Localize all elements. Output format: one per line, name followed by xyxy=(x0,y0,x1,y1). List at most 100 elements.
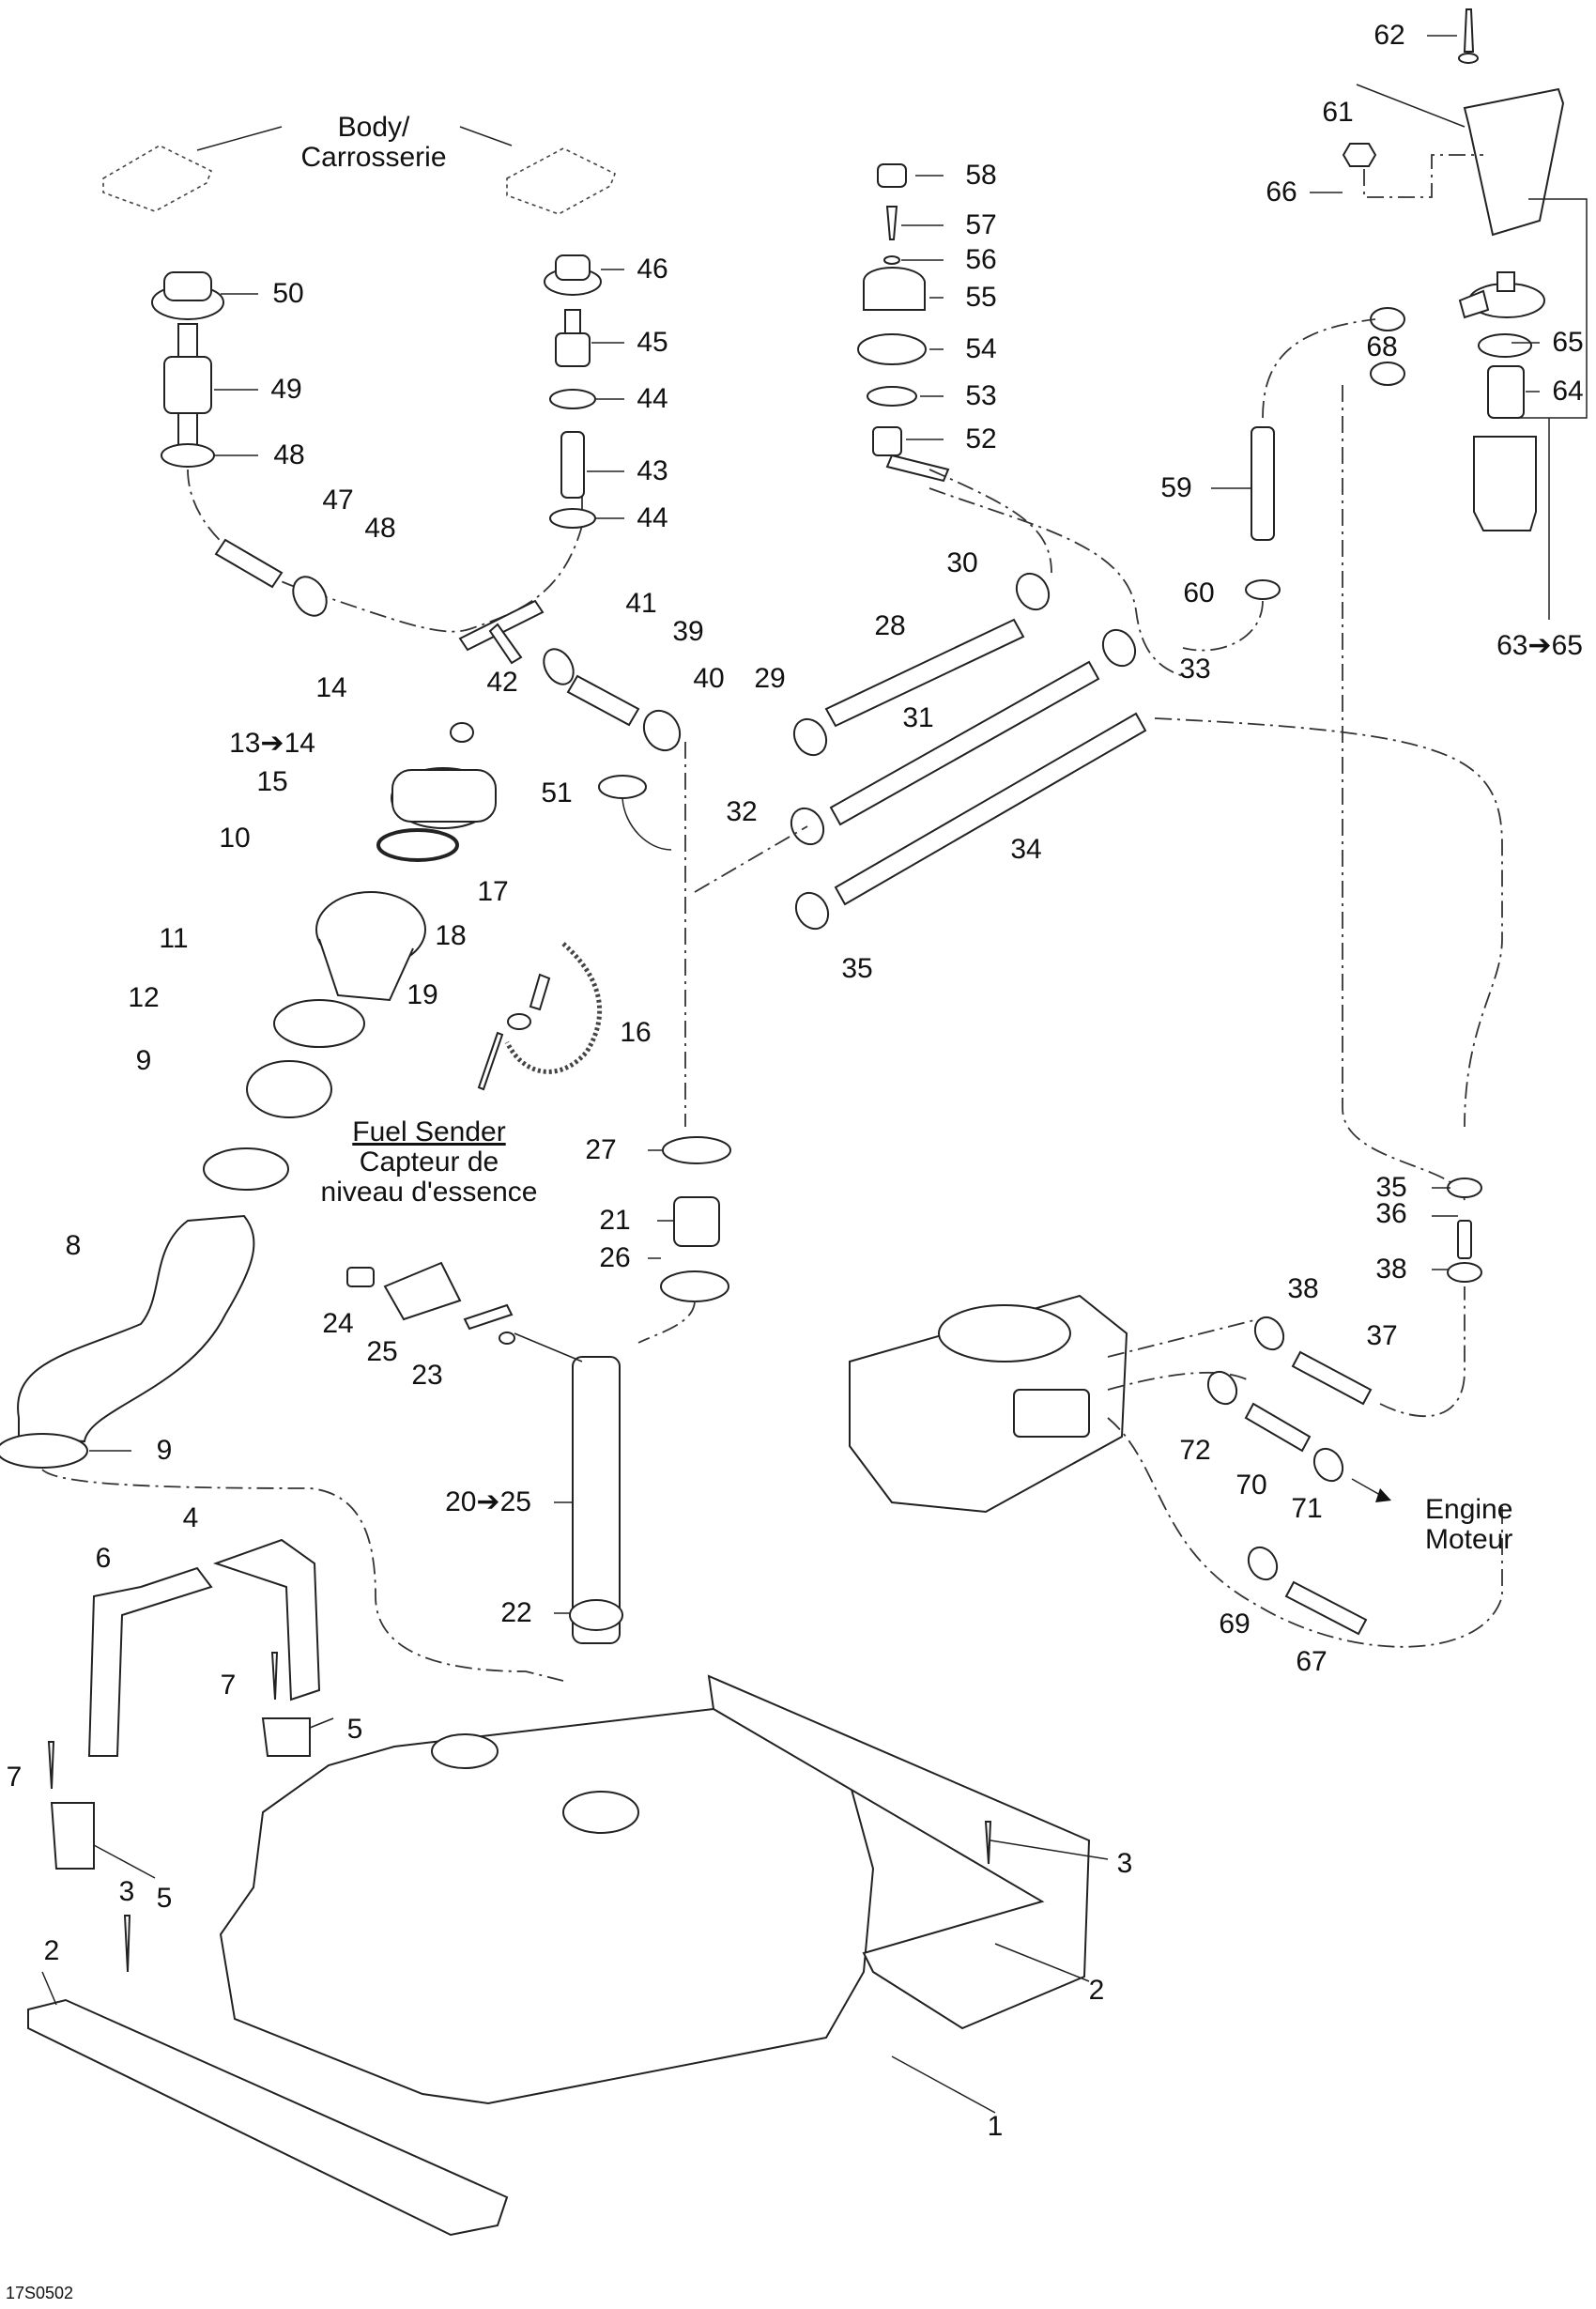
callout-55: 55 xyxy=(965,282,997,313)
callout-70: 70 xyxy=(1235,1470,1267,1501)
bracket-61 xyxy=(1463,87,1565,237)
clamp-38-left xyxy=(1253,1316,1285,1351)
callout-8: 8 xyxy=(65,1230,82,1261)
nut-12 xyxy=(246,1060,332,1118)
callout-35: 35 xyxy=(1375,1172,1407,1203)
callout-69: 69 xyxy=(1219,1609,1251,1639)
callout-17: 17 xyxy=(477,876,509,907)
caption-body-fr: Carrosserie xyxy=(300,142,447,173)
cap-plug-14 xyxy=(450,722,474,743)
carburetor xyxy=(849,1294,1128,1514)
callout-5: 5 xyxy=(346,1714,363,1745)
bracket-5-lower xyxy=(50,1802,95,1870)
clamp-69 xyxy=(1247,1546,1279,1581)
rivet-7-upper xyxy=(270,1652,279,1701)
tie-strap-51 xyxy=(598,775,647,799)
knob-55 xyxy=(863,267,926,311)
grommet-50 xyxy=(151,271,224,320)
callout-33: 33 xyxy=(1179,654,1211,685)
clamp-48-top xyxy=(161,443,215,468)
gasket-15 xyxy=(376,828,459,862)
callout-44: 44 xyxy=(637,502,668,533)
callout-9: 9 xyxy=(156,1435,173,1466)
fuel-sender-20 xyxy=(572,1356,621,1644)
callout-24: 24 xyxy=(322,1308,354,1339)
callout-54: 54 xyxy=(965,333,997,364)
grommet-21 xyxy=(673,1196,720,1247)
bracket-5-upper xyxy=(261,1717,311,1757)
connector-housing xyxy=(383,1261,462,1321)
callout-27: 27 xyxy=(585,1134,617,1165)
caption-fuel-sender-fr-1: Capteur de xyxy=(359,1147,499,1178)
clamp-38-right xyxy=(1447,1262,1482,1283)
clamp-40 xyxy=(642,709,682,752)
rivet-19 xyxy=(477,1031,504,1091)
clamp-44-top xyxy=(549,389,596,409)
callout-18: 18 xyxy=(435,920,467,951)
hose-47 xyxy=(214,538,284,589)
heat-shield-2-right xyxy=(707,1674,1091,2030)
callout-41: 41 xyxy=(625,588,657,619)
callout-62: 62 xyxy=(1373,20,1405,51)
callout-10: 10 xyxy=(219,823,251,854)
clamp-44-lower xyxy=(549,508,596,529)
screw-57 xyxy=(885,206,898,240)
callout-22: 22 xyxy=(500,1597,532,1628)
terminal-23 xyxy=(499,1332,515,1345)
washer-18 xyxy=(507,1013,531,1030)
grommet-22 xyxy=(569,1599,623,1631)
callout-29: 29 xyxy=(754,663,786,694)
callout-59: 59 xyxy=(1160,472,1192,503)
callout-26: 26 xyxy=(599,1242,631,1273)
callout-38: 38 xyxy=(1287,1273,1319,1304)
fitting-36 xyxy=(1457,1220,1472,1259)
hose-43 xyxy=(560,431,585,499)
clamp-9-upper xyxy=(203,1147,289,1191)
filler-hose-8 xyxy=(17,1214,255,1443)
callout-56: 56 xyxy=(965,244,997,275)
terminal-25 xyxy=(463,1303,514,1331)
callout-52: 52 xyxy=(965,423,997,454)
callout-7: 7 xyxy=(220,1670,237,1701)
callout-2: 2 xyxy=(1088,1975,1105,2006)
callout-66: 66 xyxy=(1266,177,1297,208)
callout-12: 12 xyxy=(128,982,160,1013)
rivet-62 xyxy=(1458,8,1479,64)
washer-53 xyxy=(867,386,917,407)
clamp-26 xyxy=(660,1270,729,1302)
filter-bowl xyxy=(1473,436,1537,531)
o-ring-65 xyxy=(1478,333,1532,358)
callout-25: 25 xyxy=(366,1336,398,1367)
clamp-68-lower xyxy=(1370,362,1405,386)
washer-56 xyxy=(883,255,900,265)
callout-3: 3 xyxy=(1116,1848,1133,1879)
nut-54 xyxy=(857,333,927,365)
callout-47: 47 xyxy=(322,485,354,516)
filler-neck-10 xyxy=(315,891,426,1002)
callout-15: 15 xyxy=(256,766,288,797)
hose-28 xyxy=(824,618,1025,728)
fuel-tank-1 xyxy=(219,1707,875,2105)
callout-53: 53 xyxy=(965,380,997,411)
body-pad-left xyxy=(102,145,213,212)
nut-66 xyxy=(1342,143,1377,167)
clamp-35-upper xyxy=(794,891,830,931)
caption-body-en: Body/ xyxy=(337,112,410,143)
callout-3: 3 xyxy=(118,1876,135,1907)
callout-35: 35 xyxy=(841,953,873,984)
callout-21: 21 xyxy=(599,1205,631,1236)
hose-37 xyxy=(1291,1350,1373,1406)
callout-57: 57 xyxy=(965,209,997,240)
callout-43: 43 xyxy=(637,455,668,486)
strap-4 xyxy=(212,1538,321,1701)
callout-42: 42 xyxy=(486,667,518,698)
strap-6 xyxy=(87,1566,213,1757)
callout-11: 11 xyxy=(159,923,189,954)
callout-23: 23 xyxy=(411,1360,443,1391)
callout-49: 49 xyxy=(270,374,302,405)
callout-20-to-25: 20➔25 xyxy=(445,1486,531,1517)
caption-fuel-sender: Fuel Sender Capteur de niveau d'essence xyxy=(321,1117,538,1208)
caption-engine-en: Engine xyxy=(1425,1494,1513,1525)
callout-5: 5 xyxy=(156,1883,173,1914)
callout-65: 65 xyxy=(1552,327,1584,358)
